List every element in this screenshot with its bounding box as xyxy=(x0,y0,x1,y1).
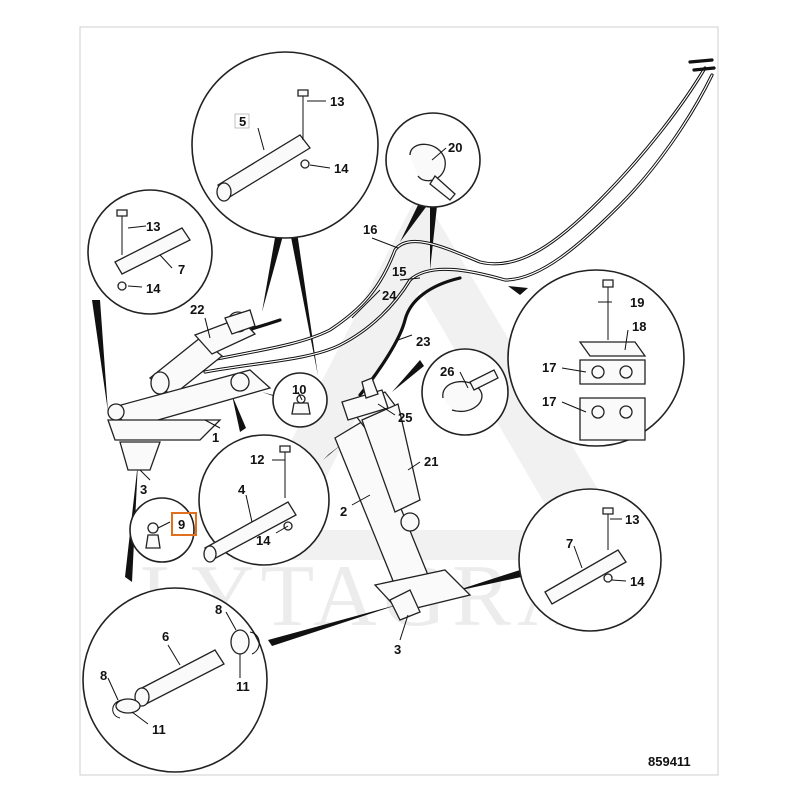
plate-18 xyxy=(578,341,647,357)
clamp-17-lower xyxy=(579,397,646,441)
callout-9-highlight xyxy=(171,512,197,536)
circle-detail-17 xyxy=(507,269,685,447)
washer-11-b xyxy=(115,698,141,714)
arm-1 xyxy=(107,369,272,471)
clip-22 xyxy=(224,309,256,335)
washer-11-a xyxy=(230,629,250,655)
callout-17-b: 17 xyxy=(542,394,556,409)
wedge-7a xyxy=(92,300,108,412)
wedge-20 xyxy=(400,205,426,242)
mast-2 xyxy=(334,391,472,621)
callout-labels: 5 13 14 13 7 14 20 16 15 24 23 22 19 18 … xyxy=(100,94,646,737)
callout-15: 15 xyxy=(392,264,406,279)
callout-2: 2 xyxy=(340,504,347,519)
callout-26: 26 xyxy=(440,364,454,379)
callout-3-b: 3 xyxy=(394,642,401,657)
clip-8-b xyxy=(112,699,123,719)
wedge-5b xyxy=(290,232,318,376)
wedge-26 xyxy=(392,360,424,392)
callout-22: 22 xyxy=(190,302,204,317)
callout-23: 23 xyxy=(416,334,430,349)
clamp-20 xyxy=(409,143,446,182)
grease-nipple-9 xyxy=(145,534,161,549)
wedge-20b xyxy=(430,206,437,270)
fitting-10 xyxy=(291,402,311,415)
callout-13-c: 13 xyxy=(625,512,639,527)
watermark-triangle xyxy=(230,190,640,560)
pin-7 xyxy=(114,227,191,275)
valve-25 xyxy=(341,377,389,421)
callout-24: 24 xyxy=(382,288,397,303)
wedge-6b xyxy=(268,604,400,646)
nut-14-d xyxy=(603,573,613,583)
callout-8-b: 8 xyxy=(100,668,107,683)
wedge-5 xyxy=(262,232,284,312)
nut-14 xyxy=(300,159,310,169)
callout-14-b: 14 xyxy=(146,281,161,296)
circle-detail-7b xyxy=(518,488,662,632)
callout-14-a: 14 xyxy=(334,161,349,176)
callout-6: 6 xyxy=(162,629,169,644)
callout-1: 1 xyxy=(212,430,219,445)
callout-17-a: 17 xyxy=(542,360,556,375)
callout-11-b: 11 xyxy=(152,722,166,737)
callout-7-b: 7 xyxy=(566,536,573,551)
leader-lines xyxy=(107,100,629,725)
wedge-7b xyxy=(452,570,526,592)
callout-box-5 xyxy=(234,113,250,129)
pin-7-b xyxy=(544,549,627,605)
circle-detail-26 xyxy=(421,348,509,436)
hose-23 xyxy=(358,276,462,397)
callout-3-a: 3 xyxy=(140,482,147,497)
clip-8-a xyxy=(249,631,260,655)
nut-14-a xyxy=(117,281,127,291)
circle-detail-4 xyxy=(198,434,330,566)
callout-13-b: 13 xyxy=(146,219,160,234)
wedge-4 xyxy=(232,395,246,432)
clamp-26 xyxy=(442,380,483,413)
callout-21: 21 xyxy=(424,454,438,469)
callout-9: 9 xyxy=(178,517,185,532)
circle-detail-10 xyxy=(272,372,328,428)
callout-5: 5 xyxy=(239,114,246,129)
circle-detail-20 xyxy=(385,112,481,208)
circle-detail-6 xyxy=(82,587,268,773)
callout-14-d: 14 xyxy=(630,574,645,589)
figure-code: 859411 xyxy=(648,754,691,769)
callout-8-a: 8 xyxy=(215,602,222,617)
callout-10: 10 xyxy=(292,382,306,397)
wedge-17 xyxy=(508,286,528,295)
hydraulic-hoses xyxy=(203,58,716,397)
callout-11-a: 11 xyxy=(236,679,250,694)
callout-4: 4 xyxy=(238,482,246,497)
wedge-4b xyxy=(323,444,342,460)
clamp-17-upper xyxy=(579,359,646,385)
connector-wedges xyxy=(92,205,528,646)
callout-20: 20 xyxy=(448,140,462,155)
hose-ends xyxy=(688,58,716,72)
callout-18: 18 xyxy=(632,319,646,334)
callout-25: 25 xyxy=(398,410,412,425)
callout-19: 19 xyxy=(630,295,644,310)
callout-7-a: 7 xyxy=(178,262,185,277)
callout-16: 16 xyxy=(363,222,377,237)
circle-detail-5 xyxy=(191,51,379,239)
circle-detail-7a xyxy=(87,189,213,315)
callout-12: 12 xyxy=(250,452,264,467)
callout-14-c: 14 xyxy=(256,533,271,548)
callout-13-a: 13 xyxy=(330,94,344,109)
